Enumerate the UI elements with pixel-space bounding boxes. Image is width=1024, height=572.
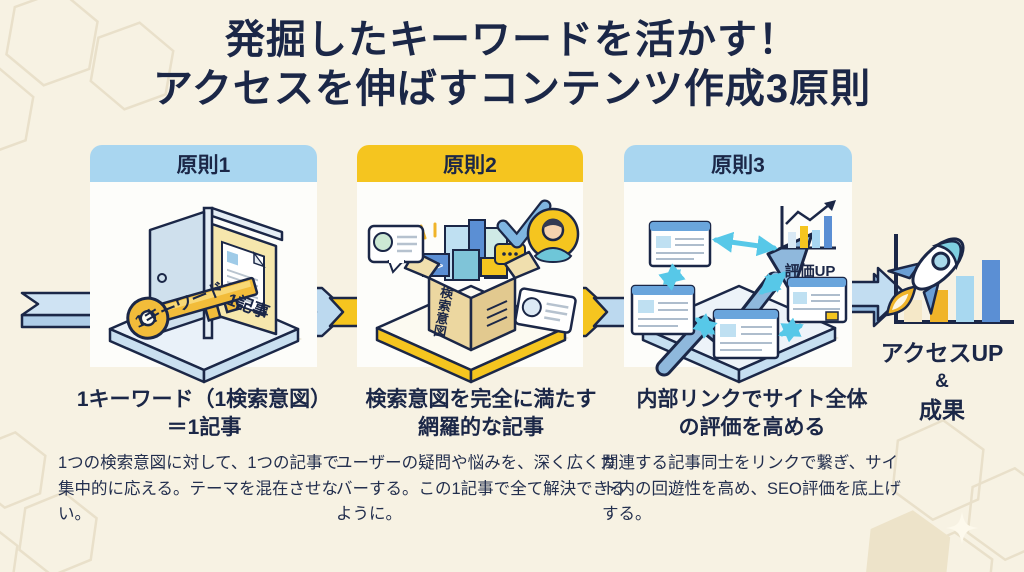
webpage-icon: [786, 276, 848, 324]
panel-1-illustration: 1キーワード 1記事: [90, 182, 317, 384]
rocket-window: [931, 251, 951, 271]
flow-arrow-tail: [20, 291, 96, 329]
panel-2-illustration: </> 検索意図: [357, 182, 583, 384]
hexagon-icon: [18, 490, 98, 572]
lock-thumb: [825, 311, 839, 321]
panel-1-badge: 原則1: [90, 145, 317, 182]
result-text: アクセスUP & 成果: [858, 338, 1024, 426]
panel-2-text: 検索意図を完全に満たす 網羅的な記事 ユーザーの疑問や悩みを、深く広くカバーする…: [336, 386, 626, 527]
panel-2-heading: 検索意図を完全に満たす 網羅的な記事: [336, 386, 626, 441]
hexagon-filled-icon: [865, 510, 951, 572]
rocket-nose: [931, 240, 962, 271]
panel-2-description: ユーザーの疑問や悩みを、深く広くカバーする。この1記事で全て解決できるように。: [336, 454, 626, 523]
avatar-icon: [526, 207, 580, 264]
panel-3-heading-line2: の評価を高める: [678, 415, 826, 439]
evaluation-chart-icon: [780, 200, 836, 250]
panel-1-badge-label: 原則1: [176, 153, 231, 177]
panel-3-badge-label: 原則3: [711, 153, 765, 177]
panel-3-heading-line1: 内部リンクでサイト全体: [636, 388, 868, 411]
profile-card-icon: [514, 287, 577, 334]
panel-3-illustration: 評価UP: [624, 182, 852, 384]
title-line-1: 発掘したキーワードを活かす！: [225, 18, 799, 62]
evaluation-up-label: 評価UP: [785, 262, 836, 280]
panel-1-description: 1つの検索意図に対して、1つの記事で集中的に応える。テーマを混在させない。: [58, 454, 340, 523]
result-line-1: アクセスUP: [880, 340, 1004, 366]
panel-principle-2: 原則2: [357, 145, 583, 384]
panel-1-heading-line2: ＝1記事: [166, 415, 242, 439]
webpage-icon: [630, 284, 696, 336]
box-flap: [503, 250, 541, 280]
panel-1-heading-line1: 1キーワード（1検索意図）: [76, 388, 332, 411]
panel-principle-1: 原則1: [90, 145, 317, 384]
panel-3-description: 関連する記事同士をリンクで繋ぎ、サイト内の回遊性を高め、SEO評価を底上げする。: [602, 454, 901, 523]
platform-side: [469, 326, 567, 384]
result-line-3: 成果: [919, 396, 965, 423]
panel-2-badge-label: 原則2: [443, 153, 497, 177]
platform-side: [202, 327, 300, 384]
box-lines: [486, 300, 508, 327]
key-icon: [126, 276, 259, 340]
panel-principle-3: 原則3: [624, 145, 852, 384]
hexagon-icon: [89, 21, 175, 111]
webpage-icon: [648, 220, 712, 268]
panel-2-badge: 原則2: [357, 145, 583, 182]
webpage-icon: [712, 308, 780, 360]
result-section: [876, 220, 1022, 349]
hexagon-icon: [0, 430, 47, 510]
sparkle-icon: [946, 512, 978, 544]
panel-2-heading-line1: 検索意図を完全に満たす: [365, 388, 597, 411]
review-card-icon: [367, 224, 425, 274]
panel-3-text: 内部リンクでサイト全体 の評価を高める 関連する記事同士をリンクで繋ぎ、サイト内…: [602, 386, 902, 527]
title-line-2: アクセスを伸ばすコンテンツ作成3原則: [152, 66, 872, 111]
panel-3-badge: 原則3: [624, 145, 852, 182]
panel-3-heading: 内部リンクでサイト全体 の評価を高める: [602, 386, 902, 441]
panel-1-text: 1キーワード（1検索意図） ＝1記事 1つの検索意図に対して、1つの記事で集中的…: [58, 386, 350, 527]
hexagon-icon: [891, 418, 985, 522]
page-title: 発掘したキーワードを活かす！ アクセスを伸ばすコンテンツ作成3原則: [0, 16, 1024, 114]
result-line-2: &: [935, 371, 949, 393]
panel-2-heading-line2: 網羅的な記事: [418, 415, 544, 439]
hexagon-icon: [5, 0, 99, 87]
hexagon-icon: [0, 520, 19, 572]
panel-1-heading: 1キーワード（1検索意図） ＝1記事: [58, 386, 350, 441]
rocket-icon: [885, 237, 965, 317]
link-arrows-icon: [658, 231, 804, 343]
hexagon-icon: [0, 67, 35, 157]
box-icon: [427, 276, 517, 352]
hexagon-icon: [966, 466, 1024, 562]
